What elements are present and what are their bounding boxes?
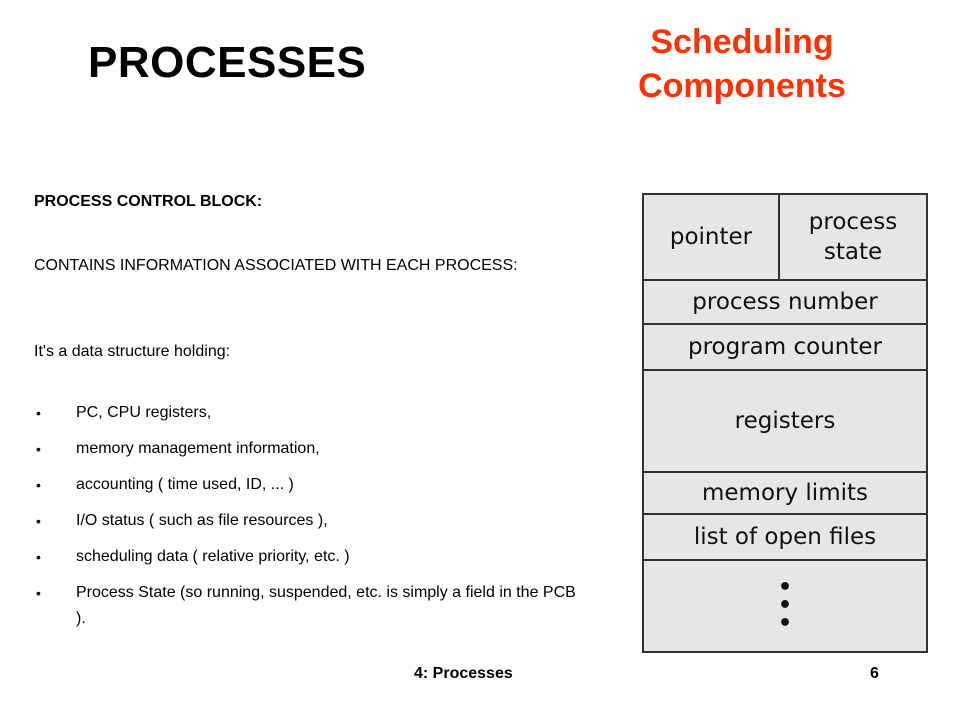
pcb-open-files-cell: list of open files: [642, 513, 928, 561]
pcb-state-line-2: state: [823, 237, 883, 267]
bullet-text: Process State (so running, suspended, et…: [76, 584, 576, 627]
bullet-icon: •: [36, 405, 41, 421]
bullet-text: I/O status ( such as file resources ),: [76, 512, 328, 529]
pcb-registers-cell: registers: [642, 369, 928, 473]
footer-page-number: 6: [870, 665, 879, 682]
list-item: • I/O status ( such as file resources ),: [34, 508, 579, 534]
bullet-icon: •: [36, 585, 41, 601]
contains-text: CONTAINS INFORMATION ASSOCIATED WITH EAC…: [34, 257, 518, 274]
intro-paragraph: It's a data structure holding:: [34, 343, 231, 360]
slide-subtitle: Scheduling Components: [622, 20, 862, 108]
bullet-text: accounting ( time used, ID, ... ): [76, 476, 294, 493]
slide-title: PROCESSES: [88, 38, 367, 87]
list-item: • accounting ( time used, ID, ... ): [34, 472, 579, 498]
pcb-state-line-1: process: [808, 207, 898, 237]
pcb-open-files-label: list of open files: [693, 524, 877, 550]
list-item: • Process State (so running, suspended, e…: [34, 580, 579, 632]
pcb-memory-limits-label: memory limits: [702, 480, 868, 506]
contains-paragraph: CONTAINS INFORMATION ASSOCIATED WITH EAC…: [34, 254, 574, 278]
list-item: • scheduling data ( relative priority, et…: [34, 544, 579, 570]
bullet-text: memory management information,: [76, 440, 320, 457]
pcb-state-cell: process state: [778, 193, 928, 281]
bullet-icon: •: [36, 549, 41, 565]
pcb-pointer-label: pointer: [669, 224, 753, 250]
bullet-text: scheduling data ( relative priority, etc…: [76, 548, 350, 565]
pcb-heading: PROCESS CONTROL BLOCK:: [34, 193, 263, 210]
pcb-process-number-cell: process number: [642, 279, 928, 325]
bullet-icon: •: [36, 477, 41, 493]
pcb-process-number-label: process number: [692, 289, 878, 315]
pcb-registers-label: registers: [734, 408, 836, 434]
pcb-program-counter-label: program counter: [688, 334, 882, 360]
subtitle-line-1: Scheduling: [650, 23, 834, 61]
pcb-memory-limits-cell: memory limits: [642, 471, 928, 515]
pcb-ellipsis-cell: • • •: [642, 559, 928, 653]
bullet-list: • PC, CPU registers, • memory management i…: [34, 400, 579, 642]
bullet-icon: •: [36, 513, 41, 529]
bullet-icon: •: [36, 441, 41, 457]
subtitle-line-2: Components: [638, 67, 846, 105]
pcb-program-counter-cell: program counter: [642, 323, 928, 371]
footer-chapter: 4: Processes: [414, 665, 513, 682]
list-item: • memory management information,: [34, 436, 579, 462]
bullet-text: PC, CPU registers,: [76, 404, 212, 421]
list-item: • PC, CPU registers,: [34, 400, 579, 426]
pcb-pointer-cell: pointer: [642, 193, 780, 281]
pcb-ellipsis-icon: • • •: [777, 575, 793, 636]
